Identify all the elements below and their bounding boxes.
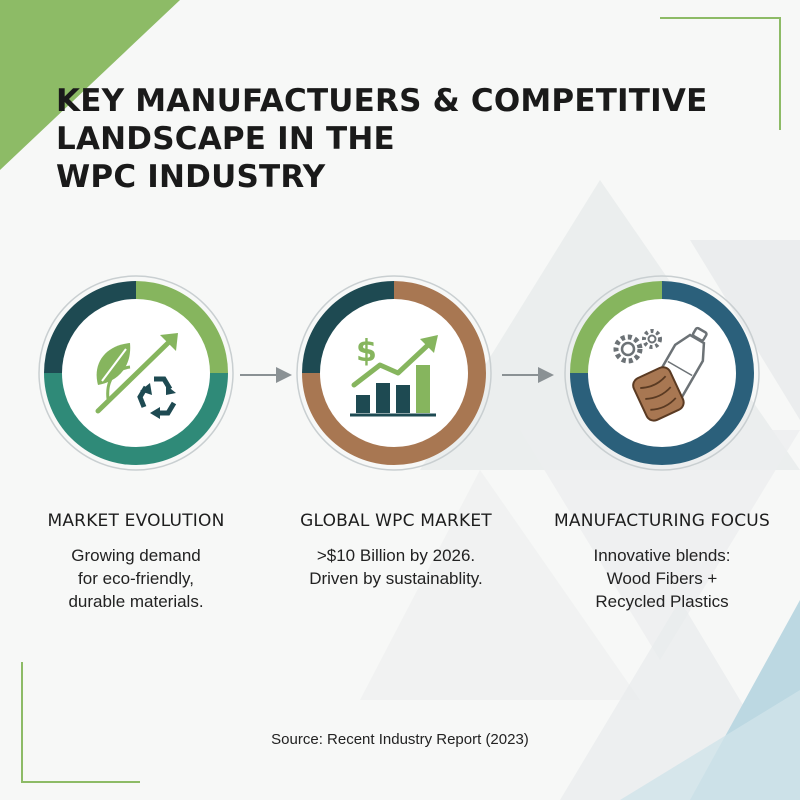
description-line: Growing demand [71,546,201,565]
bg-triangle [690,240,800,420]
section-heading-market-evolution: MARKET EVOLUTION [47,511,225,531]
description-line: durable materials. [68,592,204,611]
corner-bracket-bottom-left [21,662,140,783]
source-citation: Source: Recent Industry Report (2023) [271,731,529,748]
bg-triangle [360,470,640,700]
market-evolution-circle [36,273,236,473]
outer-ring [296,275,492,471]
description-line: >$10 Billion by 2026. [316,546,476,565]
outer-ring [564,275,760,471]
page-title: KEY MANUFACTUERS & COMPETITIVE LANDSCAPE… [56,82,707,196]
wood-log-icon [632,366,685,422]
recycle-icon [137,376,177,419]
corner-triangle-top-left [0,0,180,170]
section-description-market-evolution: Growing demand for eco-friendly, durable… [16,544,256,613]
arrow-right-icon [502,367,554,383]
description-line: for eco-friendly, [78,569,194,588]
section-heading-manufacturing-focus: MANUFACTURING FOCUS [554,511,770,531]
outer-ring [38,275,234,471]
corner-bracket-top-right [660,17,781,130]
arrow-right-icon [240,367,292,383]
description-line: Innovative blends: [593,546,731,565]
bar-chart-icon [350,365,436,417]
growth-arrow-icon [95,333,178,414]
global-market-circle: $ [294,273,494,473]
title-line: LANDSCAPE IN THE [56,121,395,157]
dollar-sign-icon: $ [356,334,377,369]
section-description-manufacturing-focus: Innovative blends: Wood Fibers + Recycle… [542,544,782,613]
corner-triangle-bottom-right-light [620,690,800,800]
description-line: Recycled Plastics [595,592,729,611]
bg-triangle [520,430,800,660]
leaf-icon [96,343,131,400]
section-description-global-market: >$10 Billion by 2026. Driven by sustaina… [276,544,516,590]
description-line: Wood Fibers + [606,569,718,588]
growth-arrow-icon [351,335,438,388]
gears-icon [613,329,662,364]
section-heading-global-market: GLOBAL WPC MARKET [300,511,492,531]
description-line: Driven by sustainablity. [309,569,483,588]
title-line: WPC INDUSTRY [56,159,326,195]
title-line: KEY MANUFACTUERS & COMPETITIVE [56,83,708,119]
manufacturing-focus-circle [562,273,762,473]
